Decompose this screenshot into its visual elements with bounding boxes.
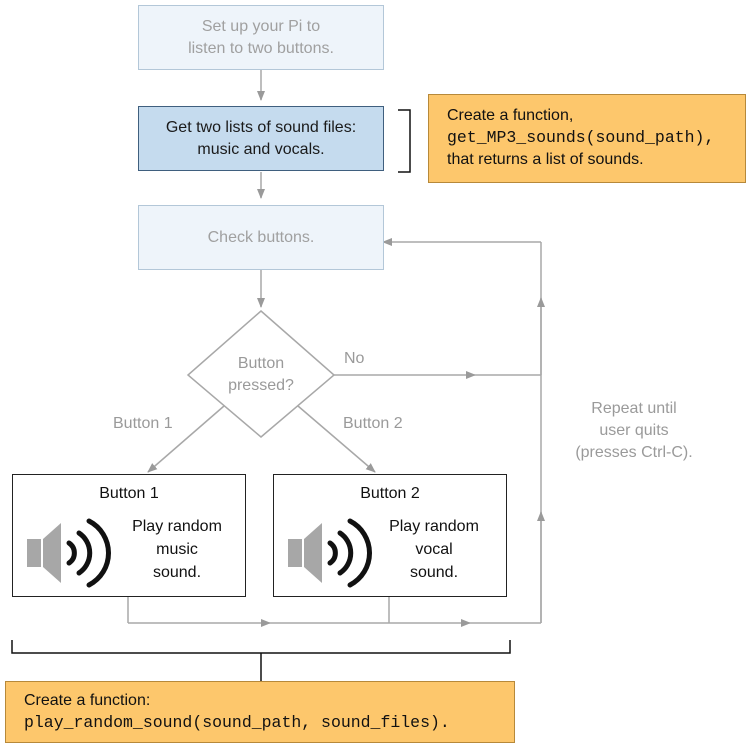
speaker-icon — [288, 518, 373, 588]
button1-body: Play random music sound. — [113, 515, 241, 584]
bottom-bracket — [11, 640, 511, 681]
note-bottom-line1: Create a function: — [24, 692, 151, 709]
note-bottom-code: play_random_sound(sound_path, sound_file… — [24, 713, 450, 732]
setup-box: Set up your Pi to listen to two buttons. — [138, 5, 384, 70]
get-lists-line2: music and vocals. — [197, 140, 325, 158]
edge-label-no: No — [344, 350, 365, 367]
check-buttons-text: Check buttons. — [207, 228, 315, 246]
edge-label-button2: Button 2 — [343, 415, 403, 432]
note-top-code: get_MP3_sounds(sound_path), — [447, 128, 715, 147]
decision-diamond — [186, 310, 336, 438]
button2-line2: vocal — [415, 541, 453, 558]
repeat-label: Repeat until user quits (presses Ctrl-C)… — [566, 398, 702, 464]
edge-label-button1: Button 1 — [113, 415, 173, 432]
decision-label: Button pressed? — [201, 353, 321, 397]
button1-line1: Play random — [132, 518, 222, 535]
note-top-line3: that returns a list of sounds. — [447, 151, 644, 168]
check-buttons-box: Check buttons. — [138, 205, 384, 270]
repeat-line3: (presses Ctrl-C). — [575, 444, 693, 461]
right-bracket — [398, 109, 411, 173]
button1-title: Button 1 — [99, 485, 159, 502]
button2-box: Button 2 Play random vocal sound. — [273, 474, 507, 597]
button1-line2: music — [156, 541, 198, 558]
button2-body: Play random vocal sound. — [374, 515, 494, 584]
button2-title: Button 2 — [360, 485, 420, 502]
button1-line3: sound. — [152, 564, 202, 581]
get-lists-line1: Get two lists of sound files: — [165, 118, 357, 136]
note-get-mp3-sounds: Create a function, get_MP3_sounds(sound_… — [428, 94, 746, 183]
note-top-line1: Create a function, — [447, 107, 574, 124]
setup-line1: Set up your Pi to — [201, 17, 321, 35]
decision-line1: Button — [237, 355, 285, 372]
decision-line2: pressed? — [228, 377, 294, 394]
note-play-random-sound: Create a function: play_random_sound(sou… — [5, 681, 515, 743]
button1-box: Button 1 Play random music sound. — [12, 474, 246, 597]
repeat-line2: user quits — [599, 422, 669, 439]
button2-line3: sound. — [409, 564, 459, 581]
speaker-icon — [27, 518, 112, 588]
get-lists-box: Get two lists of sound files: music and … — [138, 106, 384, 171]
setup-line2: listen to two buttons. — [188, 39, 334, 57]
repeat-line1: Repeat until — [591, 400, 677, 417]
button2-line1: Play random — [389, 518, 479, 535]
